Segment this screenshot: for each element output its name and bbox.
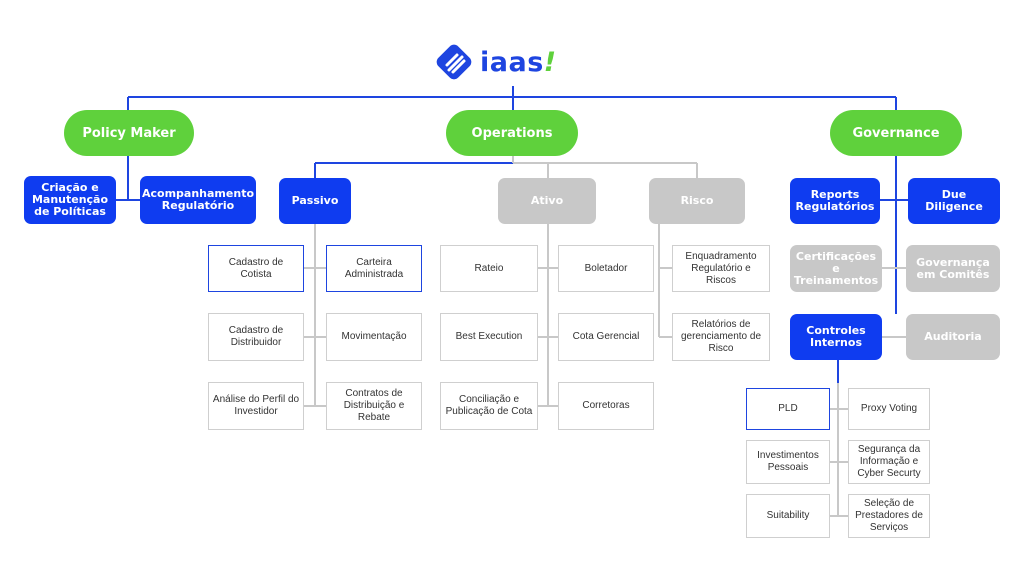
governance-node: Governance [830, 110, 962, 156]
iaas-logo-icon [436, 44, 472, 80]
proxy-voting-item: Proxy Voting [848, 388, 930, 430]
risco-node: Risco [649, 178, 745, 224]
cadastro-cotista-item: Cadastro de Cotista [208, 245, 304, 292]
conciliacao-item: Conciliação e Publicação de Cota [440, 382, 538, 430]
operations-node: Operations [446, 110, 578, 156]
auditoria-node: Auditoria [906, 314, 1000, 360]
policy-maker-node: Policy Maker [64, 110, 194, 156]
relatorios-risco-item: Relatórios de gerenciamento de Risco [672, 313, 770, 361]
corretoras-item: Corretoras [558, 382, 654, 430]
due-diligence-node: Due Diligence [908, 178, 1000, 224]
rateio-item: Rateio [440, 245, 538, 292]
criacao-manutencao-node: Criação e Manutenção de Políticas [24, 176, 116, 224]
reports-regulatorios-node: Reports Regulatórios [790, 178, 880, 224]
certificacoes-node: Certificações e Treinamentos [790, 245, 882, 292]
movimentacao-item: Movimentação [326, 313, 422, 361]
pld-item: PLD [746, 388, 830, 430]
cota-gerencial-item: Cota Gerencial [558, 313, 654, 361]
seguranca-informacao-item: Segurança da Informação e Cyber Securty [848, 440, 930, 484]
enquadramento-item: Enquadramento Regulatório e Riscos [672, 245, 770, 292]
logo-wordmark: iaas! [480, 46, 557, 78]
boletador-item: Boletador [558, 245, 654, 292]
governanca-comites-node: Governança em Comitês [906, 245, 1000, 292]
contratos-distribuicao-item: Contratos de Distribuição e Rebate [326, 382, 422, 430]
iaas-logo: iaas! [434, 42, 557, 82]
cadastro-distribuidor-item: Cadastro de Distribuidor [208, 313, 304, 361]
selecao-prestadores-item: Seleção de Prestadores de Serviços [848, 494, 930, 538]
analise-perfil-item: Análise do Perfil do Investidor [208, 382, 304, 430]
controles-internos-node: Controles Internos [790, 314, 882, 360]
investimentos-pessoais-item: Investimentos Pessoais [746, 440, 830, 484]
carteira-administrada-item: Carteira Administrada [326, 245, 422, 292]
acompanhamento-regulatorio-node: Acompanhamento Regulatório [140, 176, 256, 224]
best-execution-item: Best Execution [440, 313, 538, 361]
ativo-node: Ativo [498, 178, 596, 224]
suitability-item: Suitability [746, 494, 830, 538]
passivo-node: Passivo [279, 178, 351, 224]
